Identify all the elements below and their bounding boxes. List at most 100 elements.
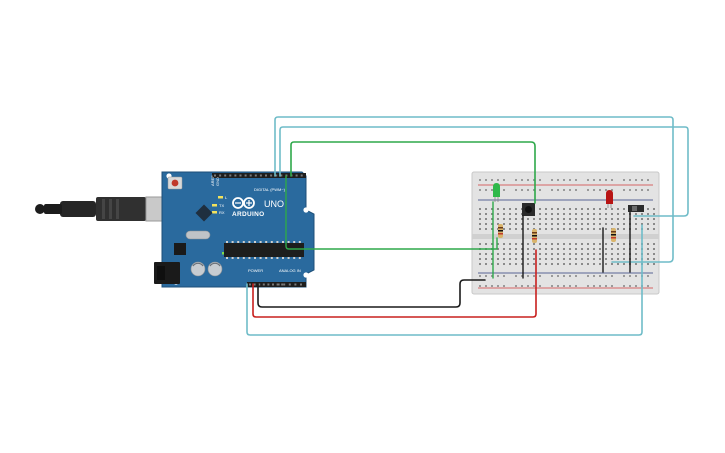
header-pin bbox=[219, 174, 222, 177]
breadboard-hole bbox=[551, 189, 553, 191]
breadboard-hole bbox=[491, 223, 493, 225]
header-pin bbox=[244, 174, 247, 177]
chip-pin bbox=[276, 257, 279, 259]
breadboard-hole bbox=[623, 213, 625, 215]
breadboard-hole bbox=[551, 218, 553, 220]
breadboard-hole bbox=[539, 179, 541, 181]
power-header[interactable] bbox=[247, 282, 287, 287]
analog-header[interactable] bbox=[270, 282, 306, 287]
wire-black[interactable] bbox=[257, 279, 486, 308]
breadboard-hole bbox=[485, 243, 487, 245]
breadboard-hole bbox=[545, 213, 547, 215]
breadboard-hole bbox=[485, 218, 487, 220]
breadboard-hole bbox=[497, 213, 499, 215]
breadboard-hole bbox=[605, 253, 607, 255]
breadboard-hole bbox=[635, 218, 637, 220]
chip-pin bbox=[282, 257, 284, 259]
breadboard-hole bbox=[557, 189, 559, 191]
breadboard-hole bbox=[539, 253, 541, 255]
breadboard-hole bbox=[545, 223, 547, 225]
breadboard-hole bbox=[623, 189, 625, 191]
digital-header[interactable] bbox=[212, 173, 306, 178]
breadboard-hole bbox=[635, 253, 637, 255]
breadboard-hole bbox=[593, 253, 595, 255]
breadboard-hole bbox=[479, 213, 481, 215]
breadboard-hole bbox=[635, 258, 637, 260]
breadboard-hole bbox=[599, 285, 601, 287]
breadboard-hole bbox=[605, 275, 607, 277]
breadboard-hole bbox=[647, 228, 649, 230]
breadboard-hole bbox=[497, 248, 499, 250]
breadboard-hole bbox=[635, 285, 637, 287]
green-led[interactable] bbox=[493, 183, 500, 202]
red-led[interactable] bbox=[606, 190, 613, 208]
wire-red[interactable] bbox=[252, 249, 537, 318]
breadboard-hole bbox=[605, 285, 607, 287]
breadboard-hole bbox=[539, 263, 541, 265]
wire-green-2[interactable] bbox=[285, 175, 498, 250]
breadboard-hole bbox=[647, 258, 649, 260]
breadboard-hole bbox=[587, 223, 589, 225]
breadboard-hole bbox=[611, 189, 613, 191]
breadboard-hole bbox=[581, 208, 583, 210]
breadboard-hole bbox=[557, 223, 559, 225]
breadboard-hole bbox=[635, 275, 637, 277]
chip-pin bbox=[248, 241, 251, 243]
resistor-3[interactable] bbox=[611, 228, 616, 242]
breadboard-hole bbox=[611, 275, 613, 277]
breadboard-hole bbox=[653, 253, 655, 255]
breadboard-hole bbox=[497, 275, 499, 277]
header-pin bbox=[259, 174, 262, 177]
breadboard-hole bbox=[557, 213, 559, 215]
resistor-1[interactable] bbox=[498, 224, 503, 238]
breadboard-hole bbox=[551, 228, 553, 230]
resistor-2[interactable] bbox=[532, 229, 537, 243]
usb-cable[interactable] bbox=[35, 196, 181, 222]
breadboard-hole bbox=[527, 243, 529, 245]
chip-pin bbox=[276, 241, 279, 243]
breadboard-hole bbox=[497, 263, 499, 265]
atmega-chip bbox=[224, 241, 304, 259]
header-pin bbox=[270, 174, 273, 177]
slide-switch[interactable] bbox=[628, 205, 644, 212]
breadboard-hole bbox=[593, 218, 595, 220]
wire-light-blue-1[interactable] bbox=[274, 116, 674, 263]
pushbutton[interactable] bbox=[522, 203, 535, 216]
breadboard-hole bbox=[617, 228, 619, 230]
breadboard-hole bbox=[569, 285, 571, 287]
breadboard-hole bbox=[647, 223, 649, 225]
chip-pin bbox=[293, 241, 296, 243]
breadboard-hole bbox=[515, 189, 517, 191]
breadboard-hole bbox=[527, 228, 529, 230]
wire-light-blue-3[interactable] bbox=[246, 224, 643, 336]
breadboard-hole bbox=[611, 223, 613, 225]
breadboard-hole bbox=[647, 179, 649, 181]
breadboard-hole bbox=[545, 208, 547, 210]
breadboard-hole bbox=[539, 218, 541, 220]
breadboard-hole bbox=[581, 243, 583, 245]
breadboard-hole bbox=[587, 258, 589, 260]
reset-button[interactable] bbox=[167, 176, 183, 190]
arduino-uno-board[interactable]: AREF GND DIGITAL (PWM~) L TX RX ARDUINO … bbox=[154, 171, 315, 288]
header-pin bbox=[272, 283, 274, 286]
breadboard-hole bbox=[479, 258, 481, 260]
brand-label: ARDUINO bbox=[232, 211, 264, 218]
breadboard-hole bbox=[563, 223, 565, 225]
breadboard-hole bbox=[629, 275, 631, 277]
wire-green[interactable] bbox=[290, 141, 536, 204]
breadboard-hole bbox=[575, 223, 577, 225]
breadboard-hole bbox=[581, 213, 583, 215]
breadboard-hole bbox=[623, 253, 625, 255]
breadboard-hole bbox=[515, 243, 517, 245]
breadboard-hole bbox=[575, 275, 577, 277]
breadboard-hole bbox=[491, 275, 493, 277]
breadboard-hole bbox=[599, 208, 601, 210]
breadboard-hole bbox=[497, 223, 499, 225]
breadboard-hole bbox=[485, 258, 487, 260]
wire-light-blue-2[interactable] bbox=[279, 126, 689, 217]
breadboard-hole bbox=[587, 243, 589, 245]
breadboard-hole bbox=[521, 253, 523, 255]
breadboard-hole bbox=[557, 285, 559, 287]
breadboard-hole bbox=[497, 243, 499, 245]
